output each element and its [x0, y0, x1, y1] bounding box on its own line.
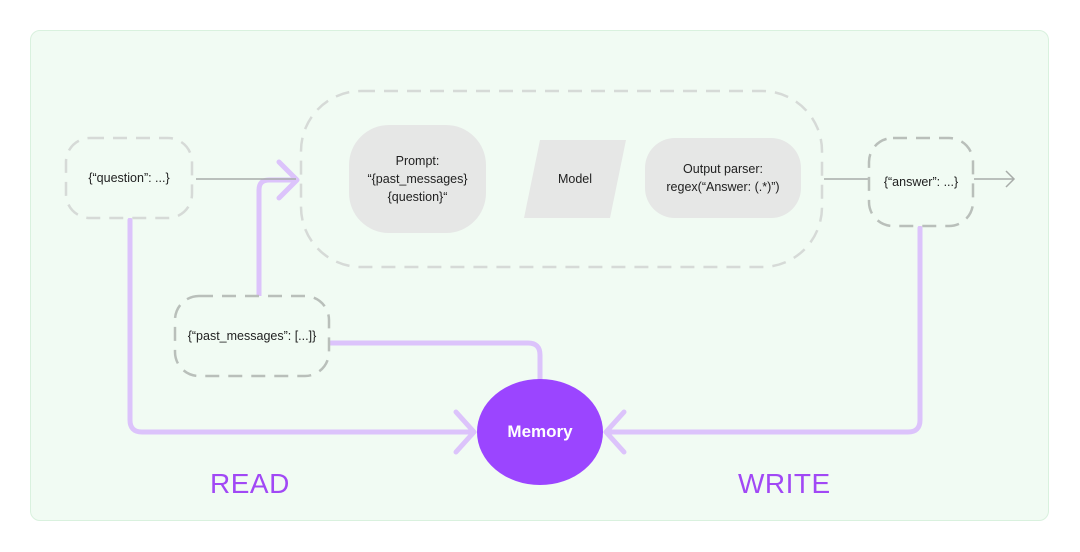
question-node: {“question”: ...}	[66, 138, 192, 218]
memory-node: Memory	[477, 380, 603, 484]
past-messages-node: {“past_messages”: [...]}	[175, 296, 329, 376]
past-messages-to-prompt-path	[256, 177, 295, 299]
question-node-box	[64, 136, 194, 220]
prompt-node: Prompt: “{past_messages} {question}“	[349, 125, 486, 233]
parser-node-regex: regex(“Answer: (.*)”)	[666, 180, 780, 194]
past-messages-node-box	[173, 294, 331, 378]
model-node-text: Model	[557, 172, 593, 186]
memory-node-circle	[477, 379, 603, 485]
read-arrowhead	[453, 409, 477, 455]
past-messages-arrowhead	[276, 159, 300, 201]
answer-output-arrowhead	[1005, 170, 1016, 188]
write-arrowhead	[603, 409, 627, 455]
parser-node: Output parser: regex(“Answer: (.*)”)	[645, 138, 801, 218]
prompt-node-title: Prompt:	[395, 154, 440, 168]
model-node-box	[524, 140, 626, 218]
prompt-node-box	[349, 125, 486, 233]
parser-node-title: Output parser:	[683, 162, 763, 176]
prompt-node-template-line2: {question}“	[387, 190, 448, 204]
answer-node: {“answer”: ...}	[869, 138, 973, 226]
question-node-text: {“question”: ...}	[88, 171, 170, 185]
past-messages-node-text: {“past_messages”: [...]}	[187, 329, 317, 343]
memory-node-text: Memory	[507, 422, 573, 441]
read-flow-path	[127, 217, 473, 435]
model-node: Model	[524, 140, 626, 218]
answer-node-box	[867, 136, 975, 228]
write-flow-path	[605, 225, 923, 435]
prompt-node-template-line1: “{past_messages}	[367, 172, 468, 186]
parser-node-box	[645, 138, 801, 218]
read-label: READ	[210, 468, 290, 499]
memory-to-past-messages-path	[327, 340, 543, 385]
answer-node-text: {“answer”: ...}	[883, 175, 959, 189]
write-label: WRITE	[738, 468, 831, 499]
